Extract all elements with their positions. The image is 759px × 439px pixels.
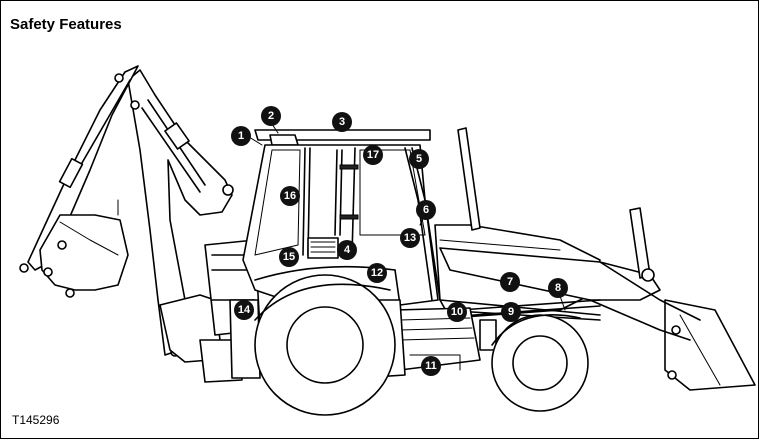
page-title: Safety Features (10, 16, 122, 33)
callout-4: 4 (337, 240, 357, 260)
callout-11: 11 (421, 356, 441, 376)
callout-16: 16 (280, 186, 300, 206)
callout-3: 3 (332, 112, 352, 132)
callout-8: 8 (548, 278, 568, 298)
svg-text:5: 5 (416, 153, 422, 165)
svg-text:7: 7 (507, 276, 513, 288)
front-wheel (491, 314, 589, 412)
svg-text:2: 2 (268, 110, 274, 122)
svg-text:15: 15 (283, 251, 295, 263)
svg-text:12: 12 (371, 267, 383, 279)
figure-id-label: T145296 (12, 413, 60, 427)
svg-text:17: 17 (367, 149, 379, 161)
svg-text:8: 8 (555, 282, 561, 294)
svg-text:6: 6 (423, 204, 429, 216)
backhoe-arm (19, 65, 243, 383)
callout-14: 14 (234, 300, 254, 320)
callout-1: 1 (231, 126, 251, 146)
callout-7: 7 (500, 272, 520, 292)
rear-wheel (254, 274, 396, 416)
svg-text:4: 4 (344, 244, 351, 256)
svg-text:11: 11 (425, 360, 437, 372)
callout-2: 2 (261, 106, 281, 126)
callout-15: 15 (279, 247, 299, 267)
callout-13: 13 (400, 228, 420, 248)
callout-5: 5 (409, 149, 429, 169)
callout-17: 17 (363, 145, 383, 165)
svg-text:3: 3 (339, 116, 345, 128)
svg-text:16: 16 (284, 190, 296, 202)
callout-9: 9 (501, 302, 521, 322)
svg-text:1: 1 (238, 130, 244, 142)
svg-text:14: 14 (238, 304, 251, 316)
svg-text:9: 9 (508, 306, 514, 318)
svg-text:10: 10 (451, 306, 463, 318)
svg-text:13: 13 (404, 232, 416, 244)
callout-6: 6 (416, 200, 436, 220)
callout-12: 12 (367, 263, 387, 283)
callout-10: 10 (447, 302, 467, 322)
